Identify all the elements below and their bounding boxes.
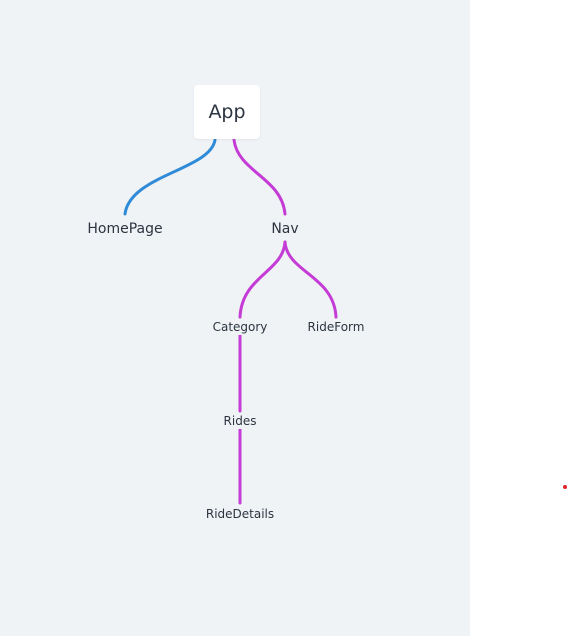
node-app[interactable]: App	[194, 85, 260, 139]
node-ridedetails[interactable]: RideDetails	[202, 506, 278, 522]
node-rideform[interactable]: RideForm	[304, 319, 368, 335]
node-category[interactable]: Category	[209, 319, 271, 335]
node-nav[interactable]: Nav	[268, 220, 302, 238]
edge-app-nav	[232, 138, 287, 216]
node-rides[interactable]: Rides	[220, 413, 260, 429]
cursor-marker	[563, 485, 567, 489]
mindmap-canvas[interactable]: App HomePage Nav Category RideForm Rides…	[0, 0, 470, 636]
edge-app-homepage	[123, 138, 217, 216]
node-homepage[interactable]: HomePage	[84, 220, 166, 238]
edge-nav-category	[238, 240, 287, 319]
edge-nav-rideform	[283, 240, 338, 319]
mindmap-edges	[123, 138, 338, 505]
